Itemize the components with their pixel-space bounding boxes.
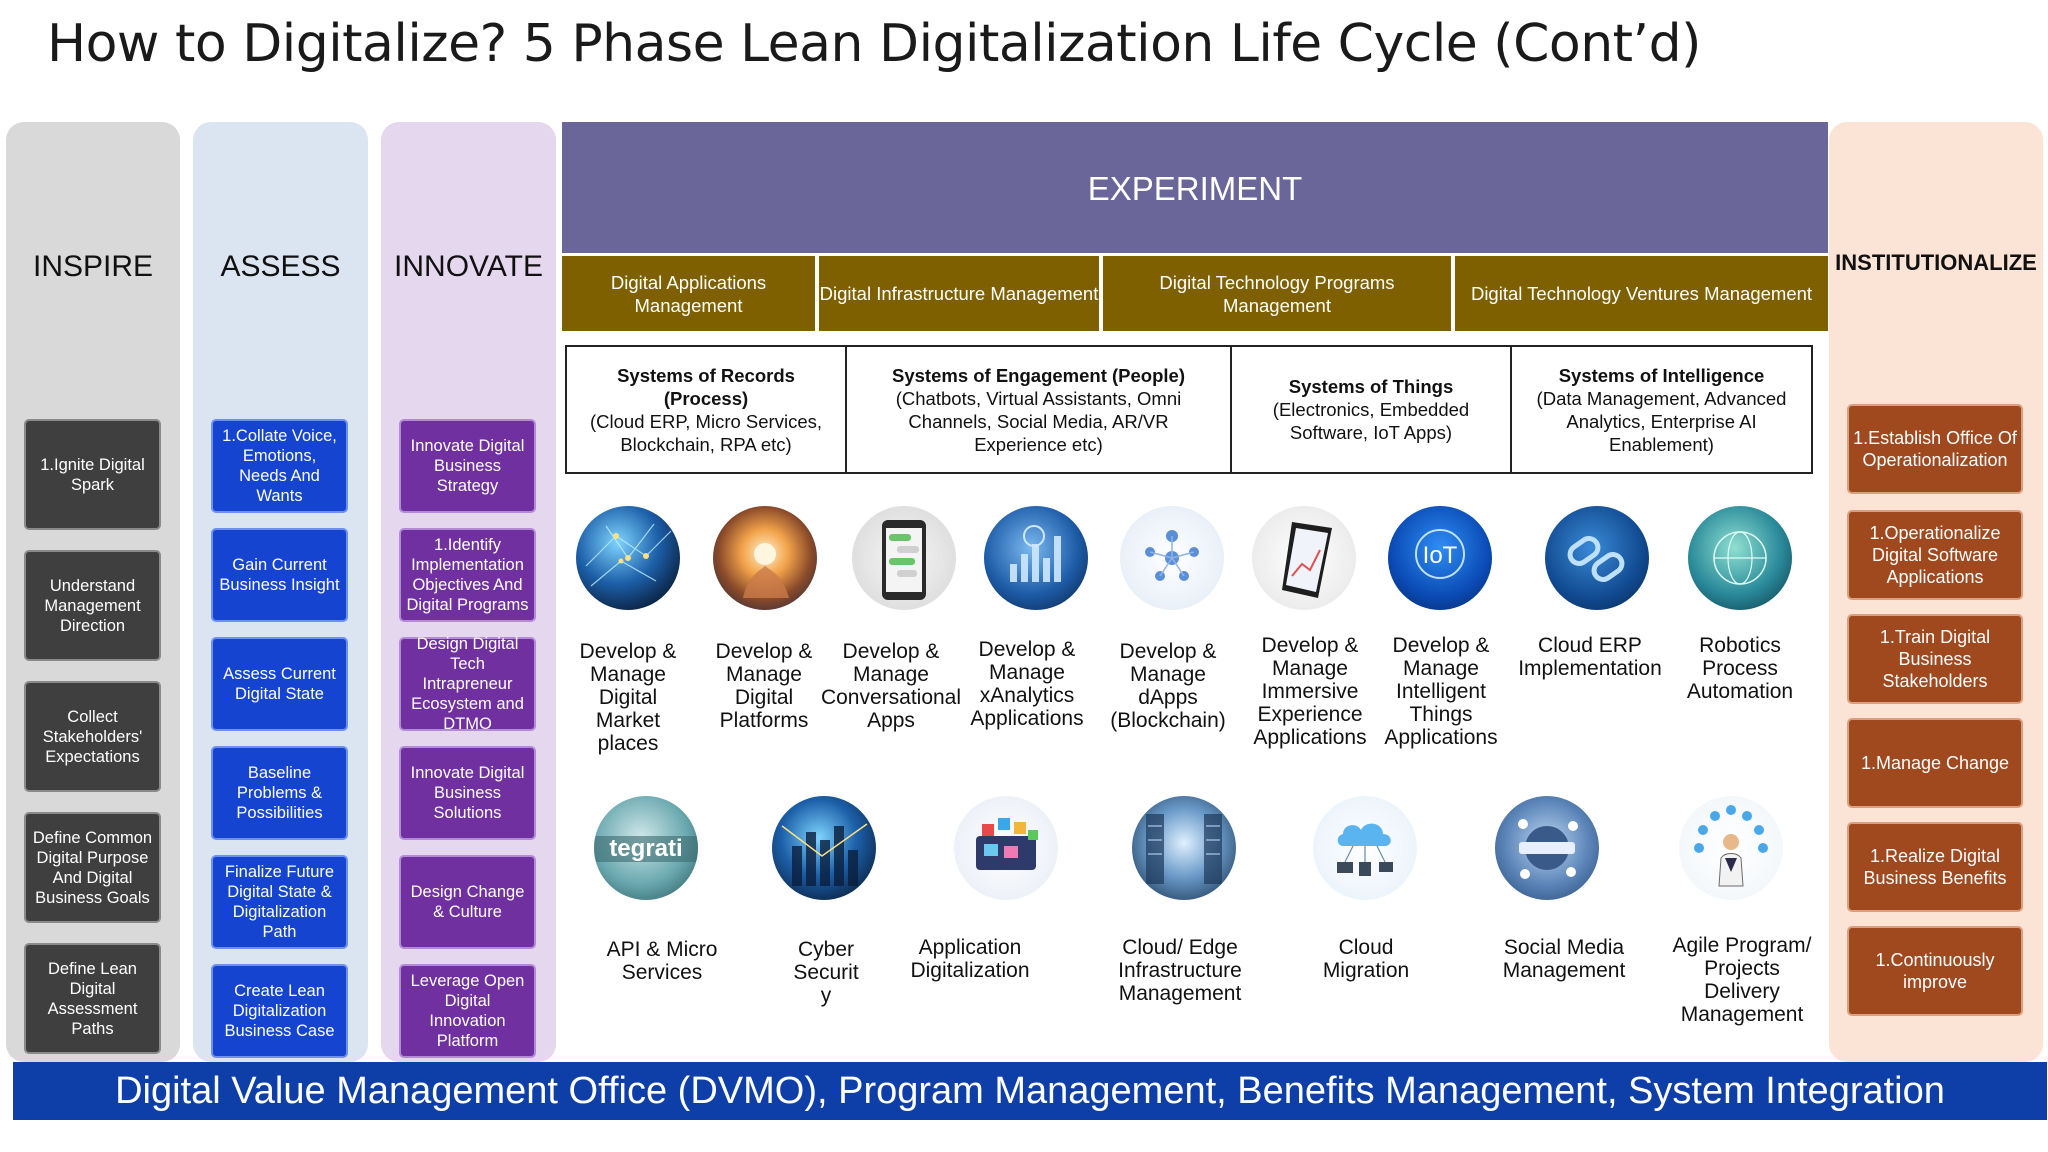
systems-table: Systems of Records (Process) (Cloud ERP,… xyxy=(565,345,1813,474)
innovate-item: Design Change & Culture xyxy=(399,855,536,949)
systems-title: Systems of Intelligence xyxy=(1558,364,1765,386)
systems-title: Systems of Things xyxy=(1288,376,1454,397)
systems-title: Systems of Records (Process) xyxy=(617,364,795,409)
row1-label: Robotics Process Automation xyxy=(1686,634,1794,703)
row1-label: Develop & Manage Immersive Experience Ap… xyxy=(1253,634,1367,749)
institutionalize-item: 1.Operationalize Digital Software Applic… xyxy=(1847,510,2023,600)
assess-item: Finalize Future Digital State & Digitali… xyxy=(211,855,348,949)
systems-detail: (Cloud ERP, Micro Services, Blockchain, … xyxy=(589,410,822,455)
row1-label: Develop & Manage xAnalytics Applications xyxy=(970,638,1084,730)
row2-label: Cloud Migration xyxy=(1322,936,1410,982)
inspire-column: INSPIRE 1.Ignite Digital Spark Understan… xyxy=(6,122,180,1062)
integration-icon-text: tegrati xyxy=(609,835,682,862)
innovate-heading: INNOVATE xyxy=(394,250,543,283)
social-media-icon xyxy=(1495,796,1599,900)
systems-of-things: Systems of Things (Electronics, Embedded… xyxy=(1232,347,1512,472)
inspire-item: Define Common Digital Purpose And Digita… xyxy=(24,812,161,923)
management-digital-technology-ventures: Digital Technology Ventures Management xyxy=(1455,256,1828,331)
cloud-devices-icon xyxy=(1313,796,1417,900)
innovate-item: Leverage Open Digital Innovation Platfor… xyxy=(399,964,536,1058)
inspire-item: Understand Management Direction xyxy=(24,550,161,661)
agile-person-icon xyxy=(1679,796,1783,900)
iot-icon: IoT xyxy=(1388,506,1492,610)
management-digital-applications: Digital Applications Management xyxy=(562,256,815,331)
assess-item: 1.Collate Voice, Emotions, Needs And Wan… xyxy=(211,419,348,513)
blockchain-network-icon xyxy=(1120,506,1224,610)
page-title: How to Digitalize? 5 Phase Lean Digitali… xyxy=(47,14,1701,74)
row2-label: Cloud/ Edge Infrastructure Management xyxy=(1118,936,1242,1005)
integration-icon: tegrati xyxy=(594,796,698,900)
institutionalize-item: 1.Train Digital Business Stakeholders xyxy=(1847,614,2023,704)
institutionalize-item: 1.Continuously improve xyxy=(1847,926,2023,1016)
row2-label: Application Digitalization xyxy=(910,936,1030,982)
inspire-item: 1.Ignite Digital Spark xyxy=(24,419,161,530)
systems-title: Systems of Engagement (People) xyxy=(892,364,1185,386)
server-room-icon xyxy=(1132,796,1236,900)
experiment-heading: EXPERIMENT xyxy=(1087,170,1303,207)
row2-label: Agile Program/ Projects Delivery Managem… xyxy=(1672,934,1812,1026)
inspire-item: Define Lean Digital Assessment Paths xyxy=(24,943,161,1054)
dvmo-footer-banner: Digital Value Management Office (DVMO), … xyxy=(13,1062,2047,1120)
row1-label: Develop & Manage Digital Platforms xyxy=(715,640,813,732)
row2-label: API & Micro Services xyxy=(606,938,718,984)
app-tiles-icon xyxy=(954,796,1058,900)
institutionalize-item: 1.Establish Office Of Operationalization xyxy=(1847,404,2023,494)
glowing-hand-icon xyxy=(713,506,817,610)
innovate-item: 1.Identify Implementation Objectives And… xyxy=(399,528,536,622)
innovate-item: Innovate Digital Business Solutions xyxy=(399,746,536,840)
assess-item: Baseline Problems & Possibilities xyxy=(211,746,348,840)
analytics-dashboard-icon xyxy=(984,506,1088,610)
iot-icon-text: IoT xyxy=(1423,542,1458,569)
row1-label: Develop & Manage Conversational Apps xyxy=(820,640,962,732)
innovate-item: Innovate Digital Business Strategy xyxy=(399,419,536,513)
innovate-column: INNOVATE Innovate Digital Business Strat… xyxy=(381,122,556,1062)
inspire-item: Collect Stakeholders' Expectations xyxy=(24,681,161,792)
network-globe-icon xyxy=(576,506,680,610)
institutionalize-item: 1.Manage Change xyxy=(1847,718,2023,808)
systems-of-engagement: Systems of Engagement (People) (Chatbots… xyxy=(847,347,1232,472)
management-digital-technology-programs: Digital Technology Programs Management xyxy=(1103,256,1451,331)
inspire-heading: INSPIRE xyxy=(32,250,154,283)
robot-globe-icon xyxy=(1688,506,1792,610)
systems-of-records: Systems of Records (Process) (Cloud ERP,… xyxy=(567,347,847,472)
assess-column: ASSESS 1.Collate Voice, Emotions, Needs … xyxy=(193,122,368,1062)
row1-label: Cloud ERP Implementation xyxy=(1518,634,1662,680)
row2-label: Cyber Securit y xyxy=(793,938,859,1007)
tablet-chart-icon xyxy=(1252,506,1356,610)
row1-label: Develop & Manage Digital Market places xyxy=(579,640,677,755)
experiment-header: EXPERIMENT xyxy=(562,122,1828,253)
assess-item: Create Lean Digitalization Business Case xyxy=(211,964,348,1058)
management-digital-infrastructure: Digital Infrastructure Management xyxy=(819,256,1099,331)
innovate-item: Design Digital Tech Intrapreneur Ecosyst… xyxy=(399,635,536,733)
systems-detail: (Data Management, Advanced Analytics, En… xyxy=(1536,387,1787,455)
row1-label: Develop & Manage dApps (Blockchain) xyxy=(1110,640,1226,732)
chain-link-icon xyxy=(1545,506,1649,610)
assess-heading: ASSESS xyxy=(220,250,341,283)
institutionalize-item: 1.Realize Digital Business Benefits xyxy=(1847,822,2023,912)
institutionalize-column: INSTITUTIONALIZE 1.Establish Office Of O… xyxy=(1829,122,2043,1062)
institutionalize-heading: INSTITUTIONALIZE xyxy=(1835,250,2037,275)
assess-item: Gain Current Business Insight xyxy=(211,528,348,622)
systems-of-intelligence: Systems of Intelligence (Data Management… xyxy=(1512,347,1811,472)
row1-label: Develop & Manage Intelligent Things Appl… xyxy=(1384,634,1498,749)
row2-label: Social Media Management xyxy=(1502,936,1626,982)
chat-phone-icon xyxy=(852,506,956,610)
systems-detail: (Electronics, Embedded Software, IoT App… xyxy=(1272,399,1470,443)
assess-item: Assess Current Digital State xyxy=(211,637,348,731)
systems-detail: (Chatbots, Virtual Assistants, Omni Chan… xyxy=(895,387,1182,455)
cyber-city-icon xyxy=(772,796,876,900)
